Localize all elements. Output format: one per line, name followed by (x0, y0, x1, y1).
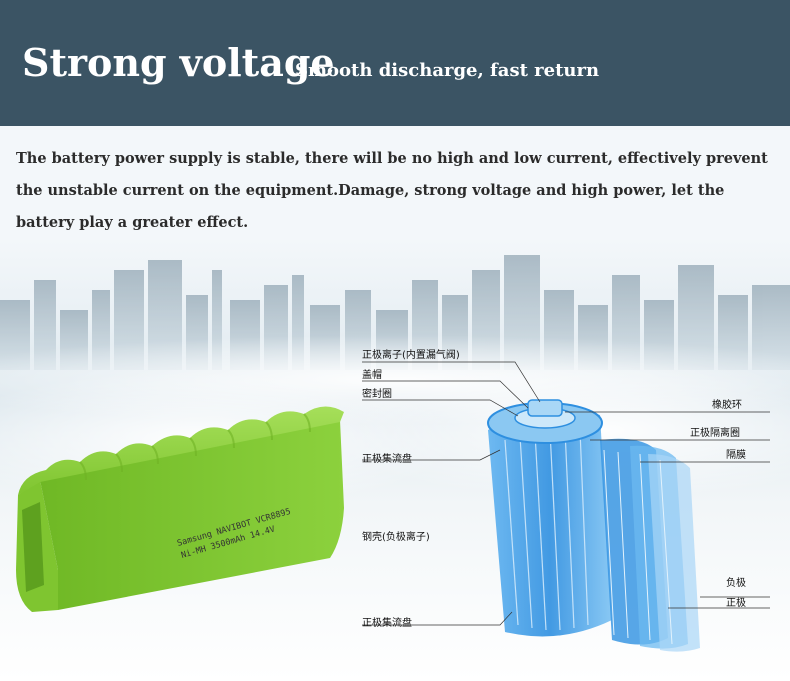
page-subtitle: Smooth discharge, fast return (295, 60, 600, 81)
label-positive-cap: 正极离子(内置漏气阀) (362, 348, 460, 361)
label-negative: 负极 (726, 576, 746, 589)
label-positive-collector-bottom: 正极集流盘 (362, 616, 412, 629)
product-illustration: Samsung NAVIBOT VCR8895 Ni-MH 3500mAh 14… (0, 240, 790, 681)
battery-pack: Samsung NAVIBOT VCR8895 Ni-MH 3500mAh 14… (16, 406, 344, 612)
page-title: Strong voltage (22, 40, 335, 85)
label-cover: 盖帽 (362, 368, 382, 381)
label-positive-insulation-ring: 正极隔离圈 (690, 426, 740, 439)
cell-cutaway-diagram (487, 399, 700, 652)
label-positive-collector-top: 正极集流盘 (362, 452, 412, 465)
description-text: The battery power supply is stable, ther… (16, 150, 768, 231)
header-banner: Strong voltage Smooth discharge, fast re… (0, 0, 790, 126)
label-separator: 隔膜 (726, 449, 746, 461)
label-rubber-ring: 橡胶环 (712, 398, 742, 411)
label-positive: 正极 (726, 596, 746, 609)
label-steel-shell: 钢壳(负极离子) (362, 530, 430, 543)
label-seal-ring: 密封圈 (362, 387, 392, 400)
leader-lines (362, 361, 770, 626)
